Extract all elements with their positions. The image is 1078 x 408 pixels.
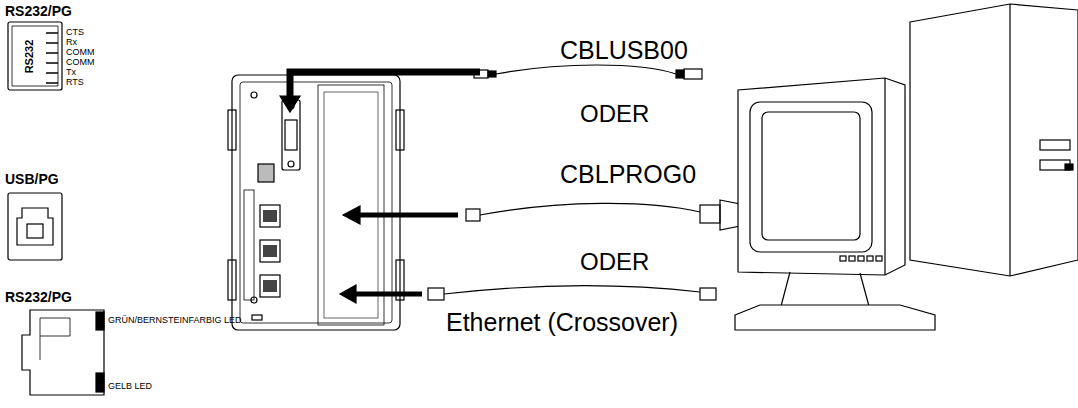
usb-jack: [8, 193, 62, 260]
pin-name: COMM: [66, 48, 95, 57]
usb-b-shape: [17, 208, 53, 245]
ethernet-jack-inner: [40, 318, 70, 360]
ethernet-jack: [22, 310, 104, 395]
rs232-pins: [46, 33, 58, 83]
led-label: GRÜN/BERNSTEINFARBIG LED: [108, 316, 242, 325]
eth-arrowhead: [340, 285, 356, 303]
led-green: [96, 312, 104, 330]
port-title: RS232/PG: [5, 4, 72, 18]
serial-arrow: [355, 213, 458, 218]
db9-shell: [720, 200, 740, 230]
serial-arrowhead: [343, 206, 360, 224]
pin-name: Tx: [66, 68, 76, 77]
port-marking: RS232: [24, 39, 35, 73]
led-yellow: [96, 373, 104, 392]
serial-cable: [480, 203, 700, 215]
rj-plug: [466, 209, 480, 221]
computer: [735, 4, 1078, 330]
rs232-jack-inner: [12, 26, 58, 86]
rs232-jack: [8, 22, 62, 90]
eth-plug2: [700, 288, 716, 300]
pin-name: RTS: [66, 78, 84, 87]
db9-body: [700, 205, 720, 223]
cable-name: Ethernet (Crossover): [446, 310, 678, 335]
eth-cable: [444, 285, 700, 294]
eth-arrow: [352, 292, 422, 297]
or-label: ODER: [580, 250, 649, 274]
cable-name: CBLPROG0: [560, 162, 696, 187]
usb-tongue: [27, 224, 43, 238]
port-title: RS232/PG: [5, 290, 72, 304]
pin-name: COMM: [66, 58, 95, 67]
usb-arrow: [290, 72, 480, 100]
led-label: GELB LED: [108, 382, 152, 391]
usb-plug-end2: [676, 70, 684, 78]
pin-name: Rx: [66, 38, 77, 47]
usb-plug: [474, 70, 488, 78]
usb-plug-end: [488, 71, 496, 77]
or-label: ODER: [580, 102, 649, 126]
port-title: USB/PG: [5, 172, 59, 186]
usb-plug2: [684, 69, 702, 79]
cable-name: CBLUSB00: [560, 38, 688, 63]
usb-cable: [496, 65, 676, 74]
usb-arrowhead: [280, 96, 300, 112]
eth-plug: [428, 288, 444, 300]
pin-name: CTS: [66, 28, 84, 37]
